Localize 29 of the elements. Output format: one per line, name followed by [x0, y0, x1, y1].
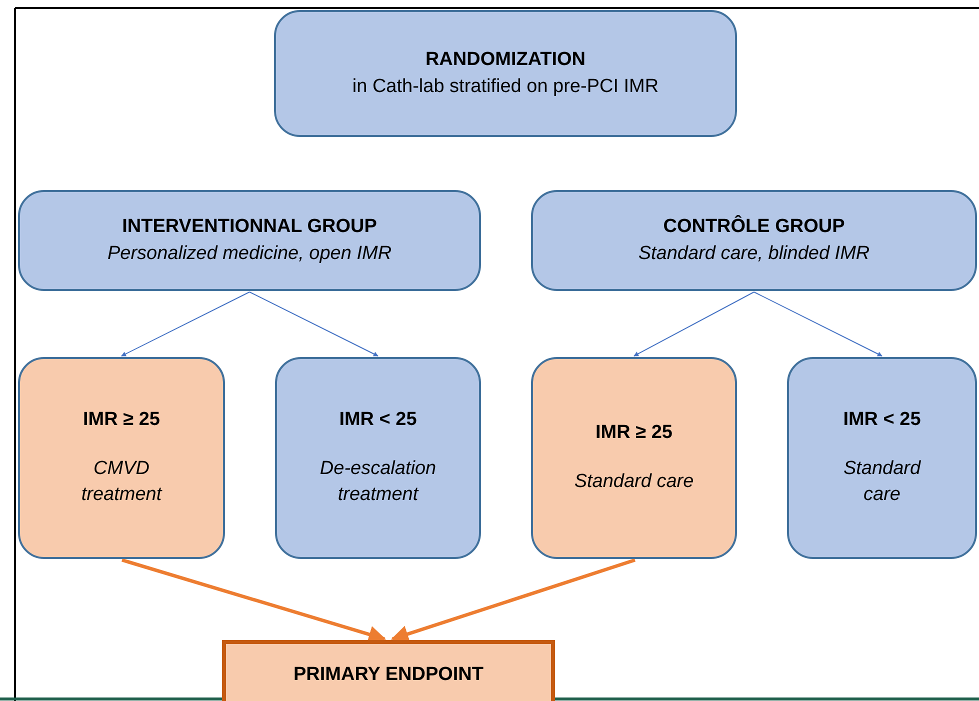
process-box [274, 10, 737, 137]
process-box [18, 190, 481, 291]
arrow [634, 292, 754, 356]
arrow [121, 292, 250, 356]
node-text: Standard care, blinded IMR [638, 242, 870, 266]
node-text: Standard care [842, 456, 922, 508]
node-heading: IMR ≥ 25 [83, 408, 160, 432]
node-text: De-escalation treatment [318, 456, 438, 508]
node-heading: CONTRÔLE GROUP [663, 214, 845, 239]
arrow [754, 292, 882, 356]
node-text: Standard care [574, 470, 694, 494]
node-heading: RANDOMIZATION [425, 48, 586, 72]
process-box [787, 357, 977, 559]
arrow [122, 558, 386, 643]
endpoint-box [222, 640, 555, 701]
node-heading: IMR < 25 [843, 408, 921, 432]
node-text: Personalized medicine, open IMR [107, 242, 392, 266]
arrow [390, 558, 636, 642]
process-box [18, 357, 225, 559]
process-box [531, 357, 737, 559]
arrow [249, 292, 378, 356]
node-text: in Cath-lab stratified on pre-PCI IMR [352, 74, 659, 98]
process-box [531, 190, 977, 291]
process-box [275, 357, 481, 559]
node-heading: IMR ≥ 25 [596, 421, 672, 446]
node-heading: IMR < 25 [339, 408, 417, 432]
node-heading: INTERVENTIONNAL GROUP [122, 214, 377, 239]
node-text: CMVD treatment [80, 456, 164, 508]
node-heading: PRIMARY ENDPOINT [293, 663, 484, 687]
